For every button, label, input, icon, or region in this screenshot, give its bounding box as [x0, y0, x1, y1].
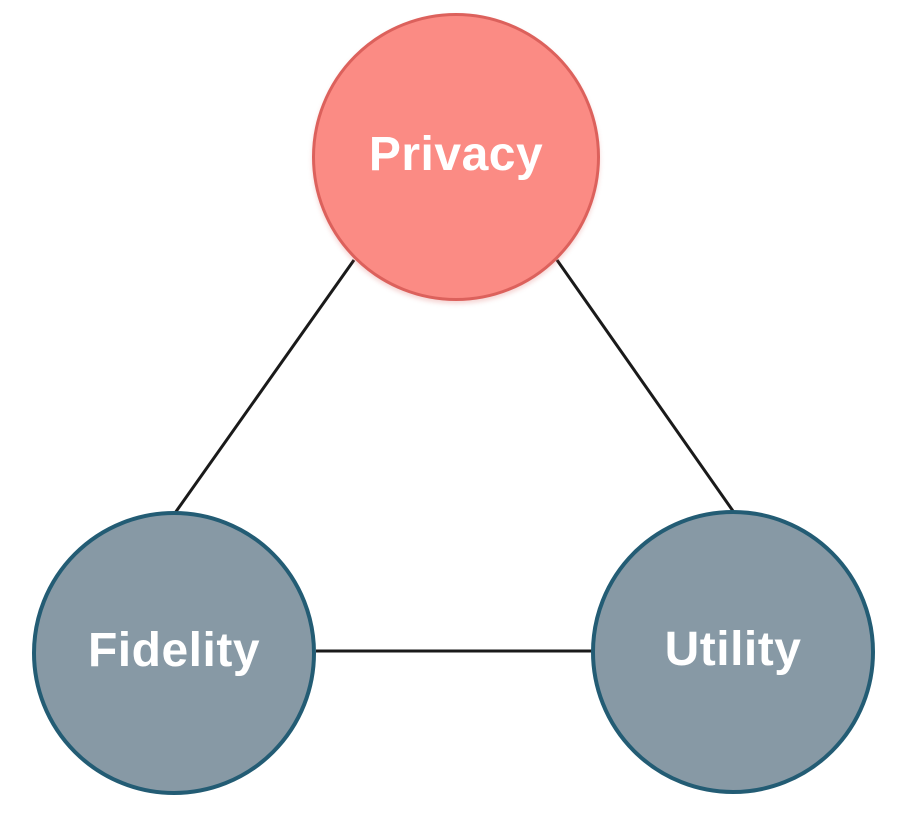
node-privacy-label: Privacy: [368, 128, 544, 181]
node-utility-label: Utility: [664, 623, 802, 676]
edge-privacy-fidelity: [173, 259, 356, 514]
node-fidelity: Fidelity: [32, 511, 316, 795]
node-utility: Utility: [591, 510, 875, 794]
node-privacy: Privacy: [312, 13, 600, 301]
edge-privacy-utility: [555, 259, 735, 512]
node-fidelity-label: Fidelity: [87, 624, 261, 677]
